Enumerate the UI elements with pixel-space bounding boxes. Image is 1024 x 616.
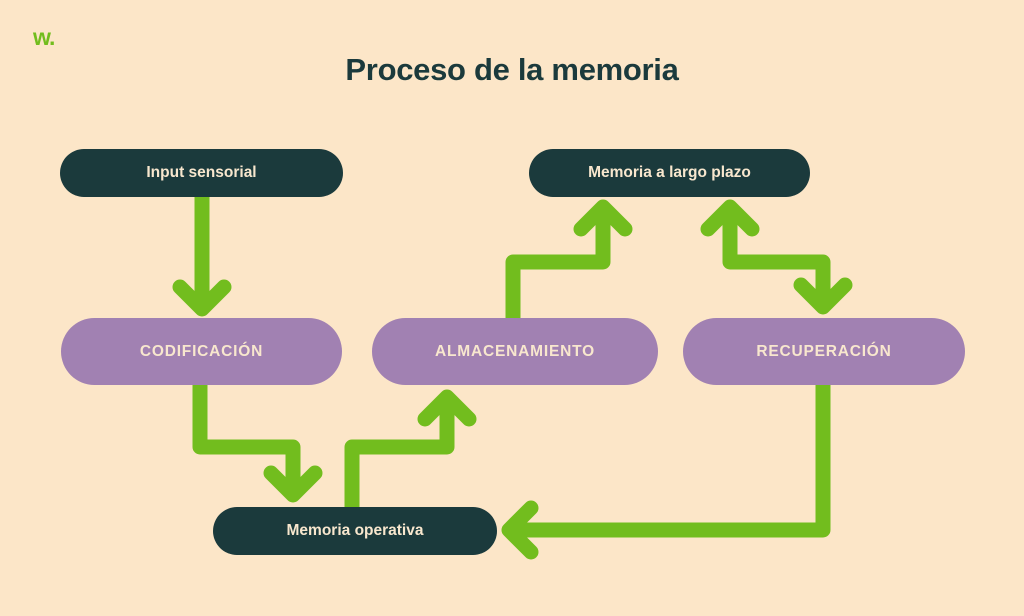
arrowhead-down-icon bbox=[172, 279, 232, 317]
arrow-largo-plazo-recuperacion-bidirectional bbox=[700, 199, 853, 315]
node-codificacion: CODIFICACIÓN bbox=[61, 318, 342, 385]
node-label: RECUPERACIÓN bbox=[756, 342, 892, 360]
arrow-input-to-codificacion bbox=[172, 197, 232, 317]
node-almacenamiento: ALMACENAMIENTO bbox=[372, 318, 658, 385]
arrow-operativa-to-almacenamiento bbox=[344, 389, 477, 512]
node-memoria-a-largo-plazo: Memoria a largo plazo bbox=[529, 149, 810, 197]
arrowhead-down-icon bbox=[793, 277, 853, 315]
arrowhead-up-icon bbox=[417, 389, 477, 427]
node-label: Memoria operativa bbox=[286, 522, 424, 539]
node-label: Input sensorial bbox=[146, 164, 257, 181]
node-label: Memoria a largo plazo bbox=[588, 164, 751, 181]
arrowhead-down-icon bbox=[263, 465, 323, 503]
node-label: ALMACENAMIENTO bbox=[435, 342, 595, 360]
node-memoria-operativa: Memoria operativa bbox=[213, 507, 497, 555]
node-recuperacion: RECUPERACIÓN bbox=[683, 318, 965, 385]
arrowhead-up-icon bbox=[700, 199, 760, 237]
brand-logo: w. bbox=[33, 24, 55, 50]
node-input-sensorial: Input sensorial bbox=[60, 149, 343, 197]
arrow-codificacion-to-operativa bbox=[192, 383, 323, 503]
arrowhead-up-icon bbox=[573, 199, 633, 237]
node-label: CODIFICACIÓN bbox=[139, 342, 264, 360]
arrow-almacenamiento-to-largo-plazo bbox=[505, 199, 633, 322]
arrow-recuperacion-to-operativa bbox=[501, 383, 831, 560]
arrowhead-left-icon bbox=[501, 500, 539, 560]
page-title: Proceso de la memoria bbox=[345, 52, 679, 87]
